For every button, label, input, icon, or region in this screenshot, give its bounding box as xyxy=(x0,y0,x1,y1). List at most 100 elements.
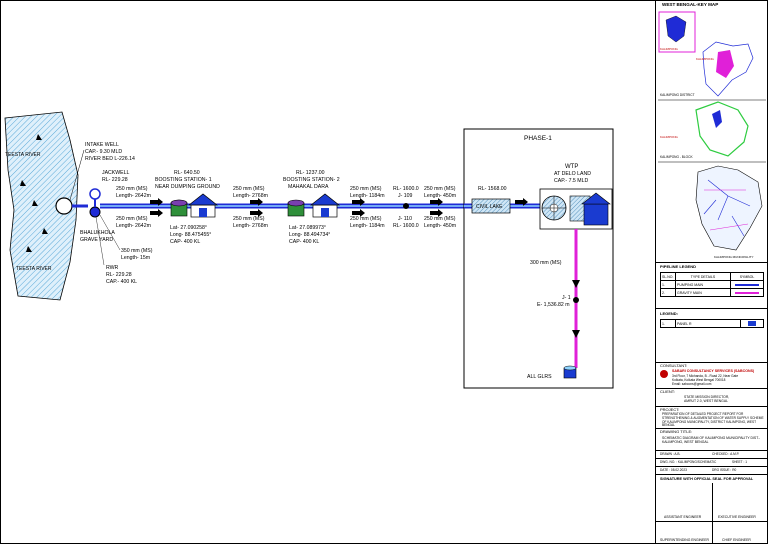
meta-dwg-no: DWG. NO. : KALIMPONG/SCHEMATIC xyxy=(660,460,717,464)
junction-j109-rl: RL- 1600.0 xyxy=(393,186,419,192)
table-row: 1. PUMPING MAIN xyxy=(660,280,764,289)
legend-row-type: PANEL R xyxy=(675,319,741,328)
rwr-rl: RL- 229.28 xyxy=(106,272,132,278)
intake-cap: CAP.- 9.30 MLD xyxy=(85,149,122,155)
pipeline-legend-table: SL.NO. TYPE DETAILS SYMBOL 1. PUMPING MA… xyxy=(660,272,764,297)
wtp-subtitle: AT DELO LAND xyxy=(554,171,591,177)
key-maps: KALIMPONG KALIMPONG KALIMPONG DISTRICT K… xyxy=(658,11,766,259)
legend-title: LEGEND: xyxy=(660,311,678,316)
meta-checked: CHECKED : A.M.P. xyxy=(712,452,740,456)
client-line-1: STATE MISSION DIRECTOR, xyxy=(684,395,730,399)
river-label-top: TEESTA RIVER xyxy=(5,152,41,158)
project-block: PROJECT: PREPARATION OF DETAILED PROJECT… xyxy=(656,406,768,428)
seg2-bottom-length: Length- 2768m xyxy=(233,223,268,229)
intake-well-icon xyxy=(55,197,73,215)
legend-row-no: 1. xyxy=(660,280,676,289)
legend-table: 1. PANEL R xyxy=(660,319,764,328)
bs2-title: BOOSTING STATION- 2 xyxy=(283,177,340,183)
seg1-bottom-length: Length- 2642m xyxy=(116,223,151,229)
jackwell-icon xyxy=(89,188,101,200)
bs2-pump-house-icon xyxy=(309,193,341,218)
arrow-right-icon xyxy=(250,198,263,206)
gravity-size: 300 mm (MS) xyxy=(530,260,562,266)
legend-row-type: GRAVITY MAIN xyxy=(675,288,731,297)
intake-bed: RIVER BED L-226.14 xyxy=(85,156,135,162)
phase1-title: PHASE-1 xyxy=(524,135,552,142)
pipeline-legend: PIPELINE LEGEND SL.NO. TYPE DETAILS SYMB… xyxy=(656,262,768,308)
sign-assistant-engineer: ASSISTANT ENGINEER xyxy=(664,515,702,519)
seg2-bottom-size: 250 mm (MS) xyxy=(233,216,265,222)
project-title: PROJECT: xyxy=(660,407,680,412)
legend-row-type: PUMPING MAIN xyxy=(675,280,731,289)
seg3-top-length: Length- 1184m xyxy=(350,193,385,199)
seg2-top-size: 250 mm (MS) xyxy=(233,186,265,192)
rwr-icon xyxy=(89,206,101,218)
arrow-down-icon xyxy=(572,280,580,288)
glrs-label: ALL GLRS xyxy=(527,374,552,380)
junction-j110-rl: RL- 1600.0 xyxy=(393,223,419,229)
bs1-pump-house-icon xyxy=(187,193,219,218)
meta-row-2: DWG. NO. : KALIMPONG/SCHEMATIC SHEET : 1 xyxy=(656,458,768,466)
meta-row-3: DATE : 08.02.2023 DRG ISSUE : R0 xyxy=(656,466,768,474)
junction-j109: J- 109 xyxy=(398,193,413,199)
consultant-address-2: Kolkata, Kolkata West Bengal 700018 xyxy=(672,378,726,382)
map-label-1: KALIMPONG DISTRICT xyxy=(660,93,695,97)
legend-col-slno: SL.NO. xyxy=(660,272,676,281)
intake-title: INTAKE WELL xyxy=(85,142,119,148)
block-map-icon xyxy=(695,101,749,157)
seg4-bottom-length: Length- 450m xyxy=(424,223,456,229)
client-line-2: AMRUT 2.0, WEST BENGAL xyxy=(684,399,728,403)
svg-text:KALIMPONG: KALIMPONG xyxy=(696,57,715,61)
meta-date: DATE : 08.02.2023 xyxy=(660,468,687,472)
phase1-box xyxy=(463,128,614,389)
bs1-rl: RL- 640.50 xyxy=(174,170,200,176)
seg3-bottom-length: Length- 1184m xyxy=(350,223,385,229)
arrow-right-icon xyxy=(515,198,528,206)
sign-chief-engineer: CHIEF ENGINEER xyxy=(722,538,751,542)
bs1-tank-icon xyxy=(170,199,188,217)
consultant-title: CONSULTANT: xyxy=(660,363,688,368)
wtp-capacity: CAP.- 7.5 MLD xyxy=(554,178,588,184)
flow-arrow-icon xyxy=(32,200,38,206)
civil-lake-label: CIVIL LAKE xyxy=(476,204,503,210)
arrow-right-icon xyxy=(430,209,443,217)
junction-j1: J- 1 xyxy=(562,295,571,301)
bhalukhola-line1: BHALUKHOLA xyxy=(80,230,115,236)
pipeline-legend-title: PIPELINE LEGEND xyxy=(660,264,697,269)
client-title: CLIENT: xyxy=(660,389,675,394)
legend-col-type: TYPE DETAILS xyxy=(675,272,731,281)
wtp-title: WTP xyxy=(565,164,578,170)
arrow-right-icon xyxy=(250,209,263,217)
legend-row-no: 1. xyxy=(660,319,676,328)
seg1-bottom-size: 250 mm (MS) xyxy=(116,216,148,222)
map-label-3: KALIMPONG MUNICIPALITY xyxy=(714,255,753,259)
bs2-rl: RL- 1237.00 xyxy=(296,170,325,176)
bhalukhola-line2: GRAVE YARD xyxy=(80,237,113,243)
consultant-logo-icon xyxy=(660,370,668,378)
legend: LEGEND: 1. PANEL R xyxy=(656,308,768,362)
jackwell-rl: RL- 229.28 xyxy=(102,177,128,183)
rwr-title: RWR xyxy=(106,265,119,271)
project-text: PREPARATION OF DETAILED PROJECT REPORT F… xyxy=(662,412,764,428)
rwr-cap: CAP.- 400 KL xyxy=(106,279,137,285)
flow-arrow-icon xyxy=(42,228,48,234)
key-map-title: WEST BENGAL-KEY MAP xyxy=(662,2,719,7)
table-row: 1. PANEL R xyxy=(660,319,764,328)
map-label-2: KALIMPONG - BLOCK xyxy=(660,155,693,159)
drawing-title-text: SCHEMATIC DIAGRAM OF KALIMPONG MUNICIPAL… xyxy=(662,436,760,444)
drawing-title-label: DRAWING TITLE: xyxy=(660,429,693,434)
arrow-right-icon xyxy=(150,198,163,206)
consultant-block: CONSULTANT: SABARI CONSULTANCY SERVICES … xyxy=(656,362,768,388)
seg4-bottom-size: 250 mm (MS) xyxy=(424,216,456,222)
arrow-right-icon xyxy=(430,198,443,206)
flow-arrow-icon xyxy=(20,180,26,186)
seg3-bottom-size: 250 mm (MS) xyxy=(350,216,382,222)
phase1-rl: RL- 1568.00 xyxy=(478,186,507,192)
seg1-top-length: Length- 2642m xyxy=(116,193,151,199)
client-block: CLIENT: STATE MISSION DIRECTOR, AMRUT 2.… xyxy=(656,388,768,406)
panel-symbol-icon xyxy=(748,321,756,326)
title-block: WEST BENGAL-KEY MAP KALIMPONG KALIMPONG … xyxy=(655,0,768,544)
sign-superintending-engineer: SUPERINTENDING ENGINEER xyxy=(660,538,709,542)
drawing-title-block: DRAWING TITLE: SCHEMATIC DIAGRAM OF KALI… xyxy=(656,428,768,450)
